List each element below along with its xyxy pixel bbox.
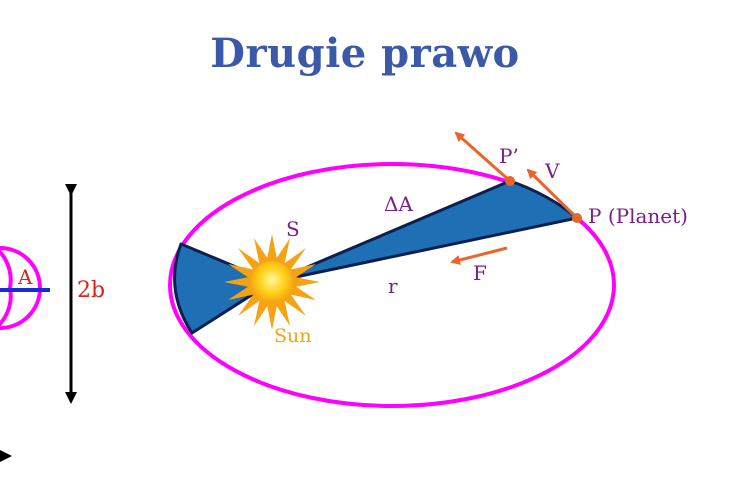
label-sun: Sun <box>274 325 312 347</box>
point-p-prime <box>505 176 515 186</box>
label-a: A <box>17 265 33 289</box>
axis-arrowhead <box>0 450 12 462</box>
label-s: S <box>286 217 300 241</box>
label-v: V <box>544 159 560 183</box>
label-2b: 2b <box>77 278 105 303</box>
velocity-arrow-p <box>526 168 579 220</box>
label-planet: P (Planet) <box>588 204 688 228</box>
sun-icon <box>224 234 320 330</box>
label-r: r <box>388 274 398 298</box>
slide-title: Drugie prawo <box>210 30 520 77</box>
right-swept-sector <box>270 179 579 284</box>
point-p <box>572 213 582 223</box>
velocity-arrow-p-prime <box>454 131 511 183</box>
label-p-prime: P’ <box>499 144 519 168</box>
label-delta-a: ΔA <box>384 192 413 216</box>
force-arrow <box>450 246 508 265</box>
orbit-ellipse <box>168 162 616 408</box>
label-f: F <box>473 261 487 285</box>
left-swept-sector <box>173 242 274 335</box>
